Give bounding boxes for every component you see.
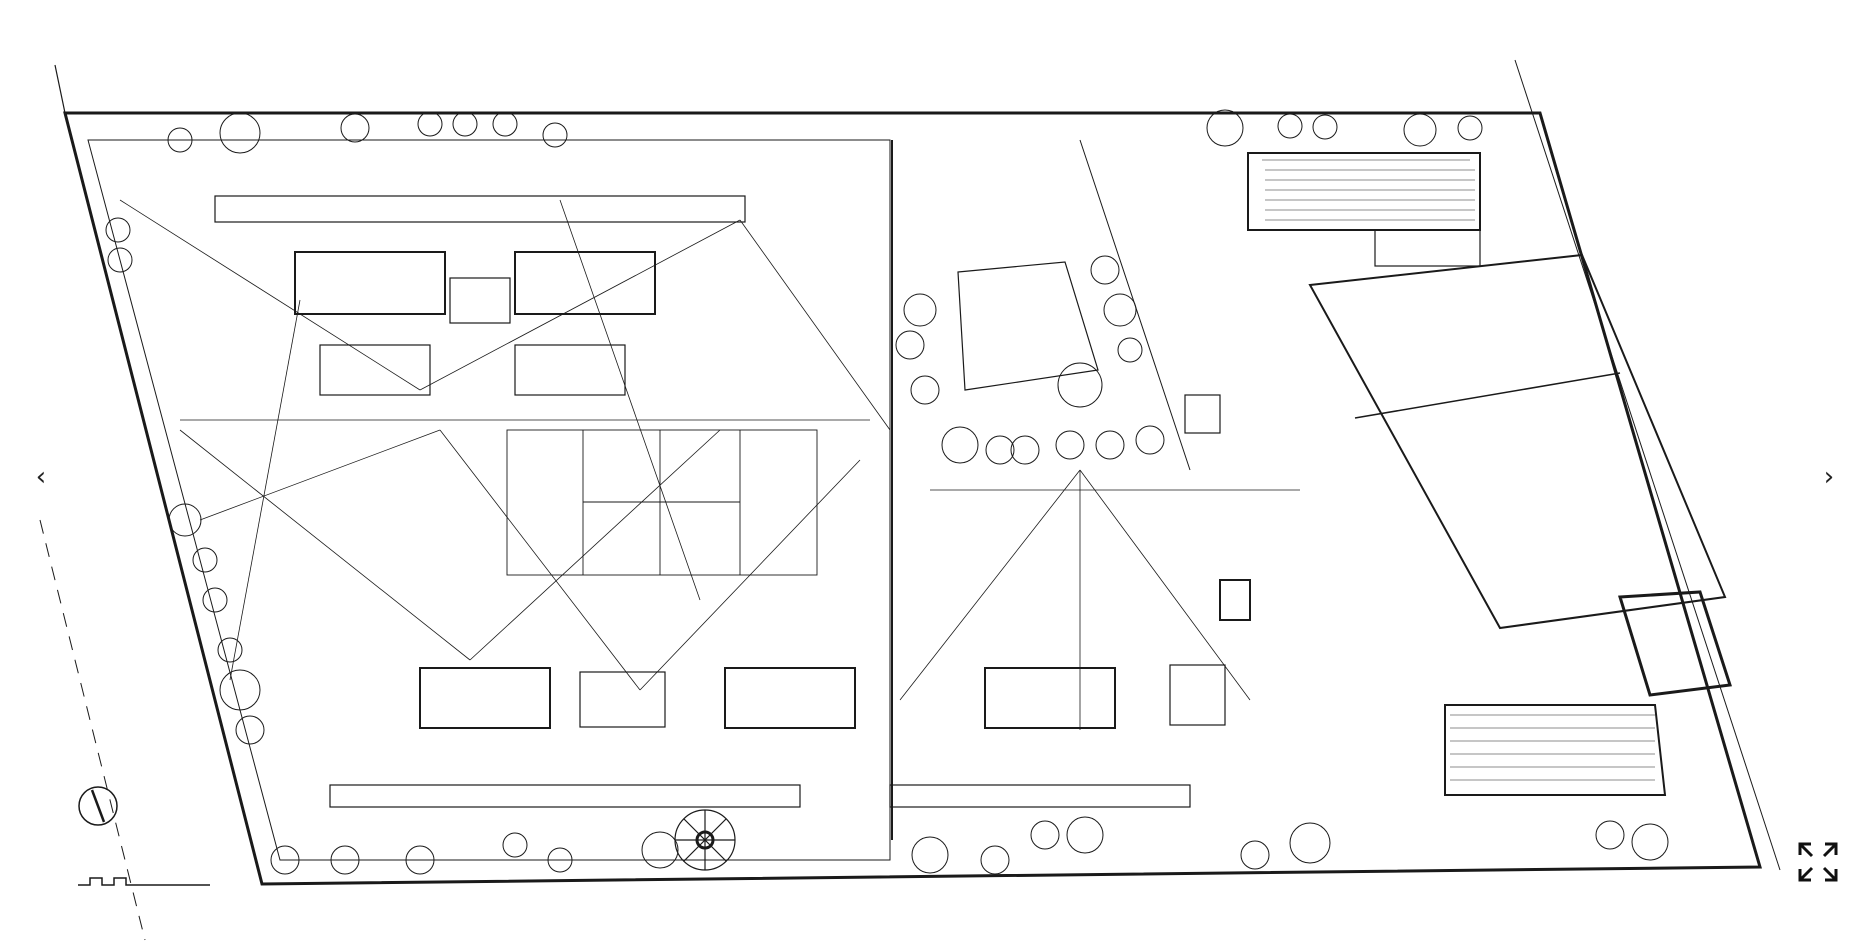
chevron-right-icon: › (1823, 462, 1835, 492)
scale-bar (78, 877, 210, 886)
site-boundary (63, 111, 1762, 886)
inner-boundary (87, 139, 891, 861)
fullscreen-expand-icon (1798, 842, 1838, 882)
ramp-hatch-south (1450, 714, 1655, 781)
next-image-button[interactable]: › (1812, 455, 1846, 499)
trees (105, 109, 1669, 875)
previous-image-button[interactable]: ‹ (24, 455, 58, 499)
sunburst-feature (674, 809, 736, 871)
ramp-hatch-north (1265, 169, 1475, 221)
west-dashed-line (39, 519, 146, 941)
chevron-left-icon: ‹ (35, 462, 47, 492)
sports-court (506, 429, 818, 576)
east-boundary-line (1514, 59, 1781, 871)
fullscreen-button[interactable] (1796, 840, 1840, 884)
path-network-west (119, 199, 891, 691)
south-building-block (329, 664, 1226, 808)
commercial-building (1247, 152, 1732, 796)
north-building-block (214, 195, 746, 396)
north-boundary-line (54, 64, 66, 114)
north-arrow (78, 786, 118, 826)
